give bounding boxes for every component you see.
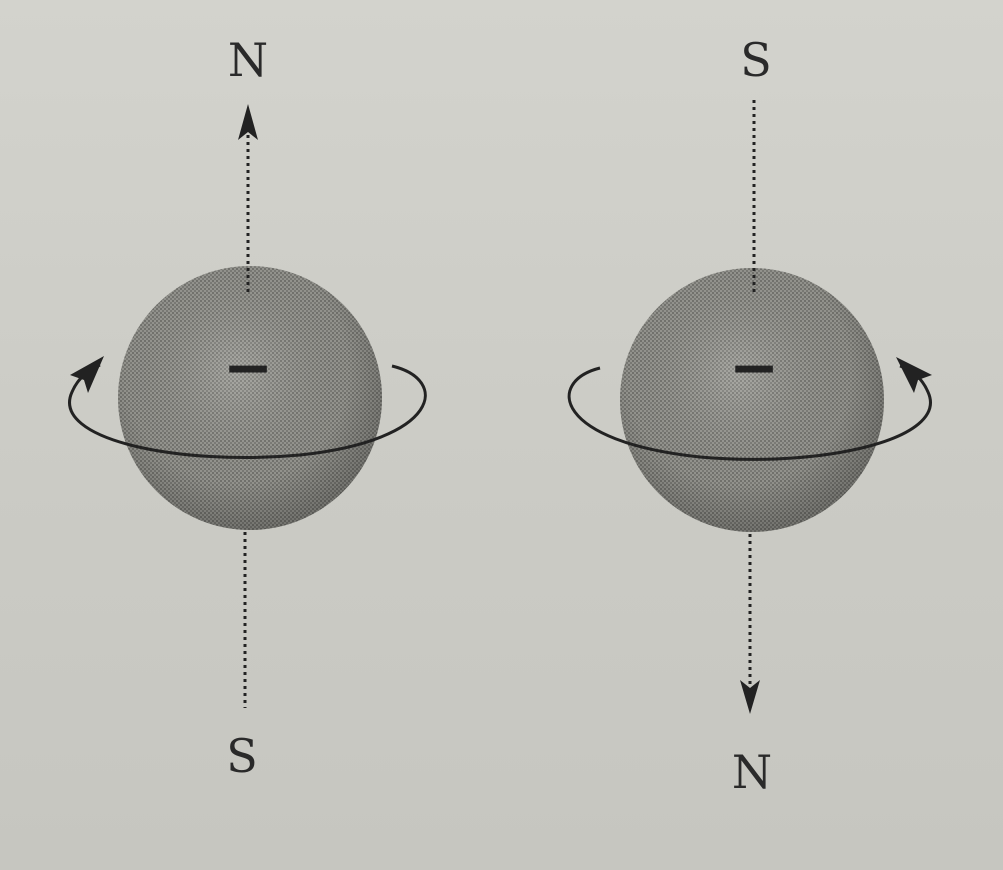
- right-charge-label: −: [729, 333, 779, 403]
- left-spin-ring: [68, 363, 427, 459]
- right-spin-ring: [567, 364, 932, 461]
- right-top-pole-label: S: [740, 33, 772, 87]
- right-sphere: [620, 268, 884, 532]
- right-spin-arrow-icon: [896, 357, 932, 393]
- left-bottom-pole-label: S: [226, 729, 258, 783]
- left-axis-arrowhead-icon: [238, 104, 258, 140]
- left-top-pole-label: N: [228, 33, 268, 87]
- left-spin-arrow-icon: [70, 356, 104, 393]
- left-electron: − N S: [68, 33, 427, 783]
- left-charge-label: −: [223, 333, 273, 403]
- right-bottom-pole-label: N: [732, 745, 772, 799]
- right-axis-arrowhead-icon: [740, 680, 760, 714]
- right-electron: − S N: [567, 33, 932, 799]
- left-sphere: [118, 266, 382, 530]
